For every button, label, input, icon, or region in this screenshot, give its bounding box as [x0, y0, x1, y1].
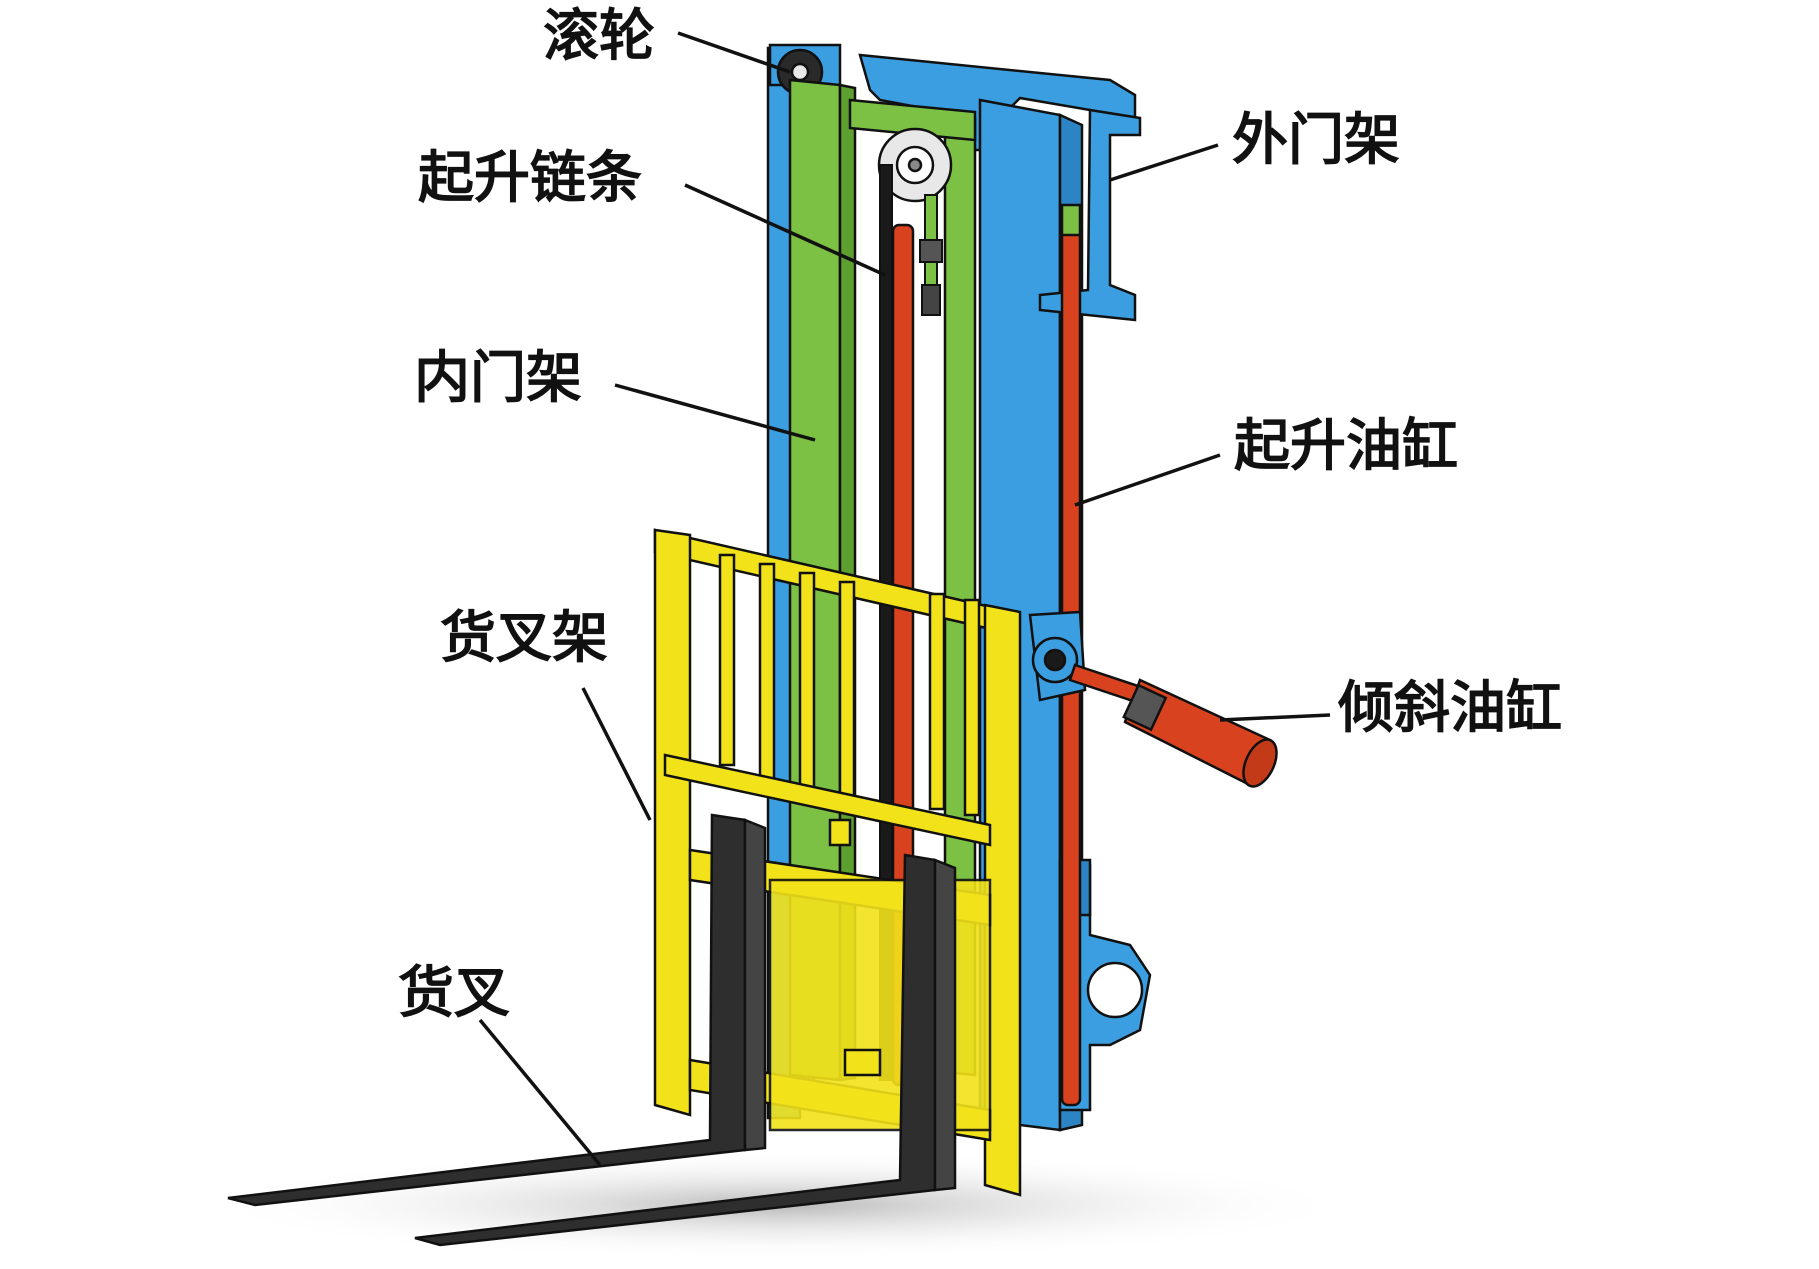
- label-lift-cylinder: 起升油缸: [1234, 413, 1458, 479]
- chain-sheave: [877, 127, 953, 203]
- leader-lift-cylinder: [1074, 453, 1221, 507]
- leader-outer-mast: [1109, 143, 1219, 182]
- fork-right: [414, 853, 957, 1247]
- leader-lift-chain: [684, 183, 886, 277]
- label-outer-mast: 外门架: [1232, 107, 1400, 173]
- leader-roller: [677, 31, 791, 74]
- chain-anchor: [919, 194, 943, 316]
- label-tilt-cylinder: 倾斜油缸: [1338, 675, 1562, 741]
- leader-fork-carriage: [581, 687, 652, 821]
- tilt-cylinder: [1028, 610, 1278, 788]
- label-fork-carriage: 货叉架: [440, 605, 608, 671]
- label-roller: 滚轮: [543, 3, 655, 69]
- label-fork: 货叉: [398, 960, 510, 1026]
- leader-inner-mast: [614, 383, 816, 442]
- leader-lines: [478, 31, 1331, 1167]
- fork-carriage: [653, 528, 1022, 1197]
- leader-fork: [478, 1018, 602, 1167]
- label-lift-chain: 起升链条: [418, 145, 642, 211]
- label-inner-mast: 内门架: [414, 345, 582, 411]
- leader-tilt-cylinder: [1219, 713, 1331, 722]
- fork-left: [227, 813, 767, 1207]
